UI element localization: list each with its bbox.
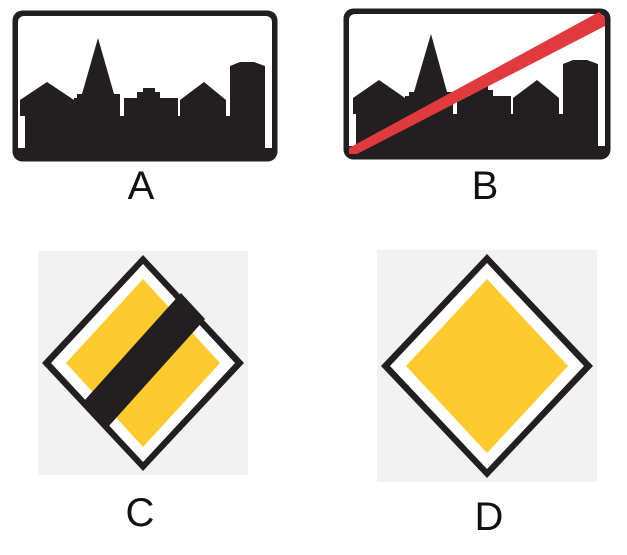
sign-c-label: C xyxy=(125,491,155,535)
sign-d-label: D xyxy=(474,495,504,539)
end-of-priority-road-sign xyxy=(38,251,248,475)
sign-a-label: A xyxy=(127,164,155,208)
red-diagonal-bar-icon xyxy=(349,12,605,154)
priority-road-sign xyxy=(377,250,597,482)
city-skyline-icon xyxy=(353,34,598,152)
black-diagonal-bar-icon xyxy=(84,293,205,427)
sign-b-label: B xyxy=(471,164,499,208)
built-up-area-end-sign xyxy=(343,8,611,160)
built-up-area-start-sign xyxy=(12,10,278,162)
city-skyline-icon xyxy=(20,38,265,154)
